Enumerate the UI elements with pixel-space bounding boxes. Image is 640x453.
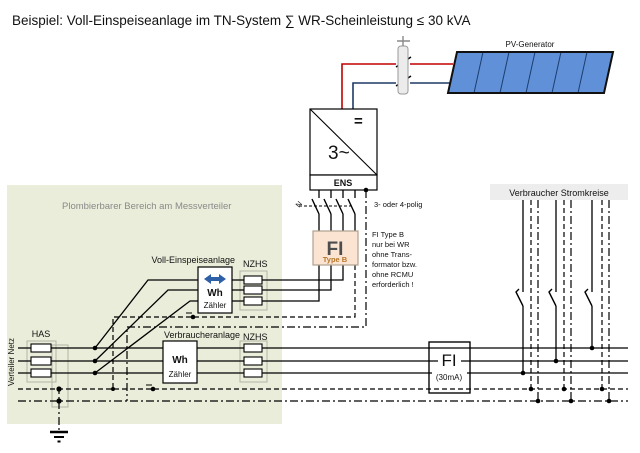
fi-note-line: erforderlich ! xyxy=(372,280,414,289)
sealed-area-label: Plombierbarer Bereich am Messverteiler xyxy=(62,201,231,212)
consumer-meter-type: Zähler xyxy=(169,370,192,379)
pe-conductors xyxy=(18,190,628,431)
fi-30ma-subtitle: (30mA) xyxy=(436,373,463,382)
fi-note-line: nur bei WR xyxy=(372,240,410,249)
phase-conductors xyxy=(18,347,628,374)
consumer-meter-box xyxy=(162,340,198,384)
consumer-meter-label: Verbraucheranlage xyxy=(164,330,240,340)
ens-label: ENS xyxy=(334,178,353,188)
ens-box xyxy=(309,174,378,191)
switch-pole-note: 3- oder 4-polig xyxy=(374,200,422,209)
fi-type-b-title: FI xyxy=(327,239,344,260)
fi-note-line: formator bzw. xyxy=(372,260,417,269)
fi-type-b-note: FI Type B nur bei WR ohne Trans- formato… xyxy=(372,230,417,289)
fi-30ma-border xyxy=(428,341,471,394)
feed-meter-type: Zähler xyxy=(204,301,227,310)
fi-30ma-subtext-bg xyxy=(432,371,467,382)
junction-dots xyxy=(56,187,612,404)
pv-generator-label: PV-Generator xyxy=(506,40,555,49)
feed-meter-box xyxy=(197,266,233,314)
page-title: Beispiel: Voll-Einspeiseanlage im TN-Sys… xyxy=(12,13,470,28)
consumer-nzhs-label: NZHS xyxy=(243,332,268,342)
fi-30ma-text-bg xyxy=(438,351,461,367)
sealed-area-region xyxy=(7,185,282,424)
fi-note-line: ohne RCMU xyxy=(372,270,413,279)
meter-direction-arrow-icon xyxy=(204,274,226,284)
consumer-circuit-conductors xyxy=(515,200,610,401)
pv-generator xyxy=(446,51,615,94)
dc-disconnect-switch xyxy=(397,36,410,95)
inverter-box xyxy=(309,108,378,191)
inverter-dc-symbol: = xyxy=(354,113,363,130)
earth-ground-icon xyxy=(50,430,68,443)
feed-meter-unit: Wh xyxy=(207,288,223,299)
fi-note-line: FI Type B xyxy=(372,230,404,239)
consumer-circuits-label: Verbraucher Stromkreise xyxy=(509,188,609,198)
inverter-ac-symbol: 3~ xyxy=(328,143,350,164)
inverter-output-switch xyxy=(299,190,356,231)
feed-meter-label: Voll-Einspeiseanlage xyxy=(151,255,235,265)
dc-wire-plus xyxy=(341,63,453,109)
has-fuses xyxy=(30,343,52,378)
fi-type-b-subtitle: Type B xyxy=(323,255,348,264)
consumer-nzhs-fuses xyxy=(243,343,263,378)
feed-nzhs-label: NZHS xyxy=(243,259,268,269)
feed-nzhs-fuses xyxy=(243,275,263,306)
dc-wire-minus xyxy=(352,82,450,109)
switch-link-icon: N xyxy=(294,199,304,209)
pen-terminal-outline xyxy=(51,344,69,408)
fi-note-line: ohne Trans- xyxy=(372,250,413,259)
fi-type-b-box xyxy=(312,230,359,266)
consumer-meter-unit: Wh xyxy=(172,355,188,366)
fi-30ma-title: FI xyxy=(441,351,456,370)
has-label: HAS xyxy=(32,329,51,339)
consumer-circuits-header-box xyxy=(490,184,628,200)
grid-label: Verteiler Netz xyxy=(7,338,16,386)
